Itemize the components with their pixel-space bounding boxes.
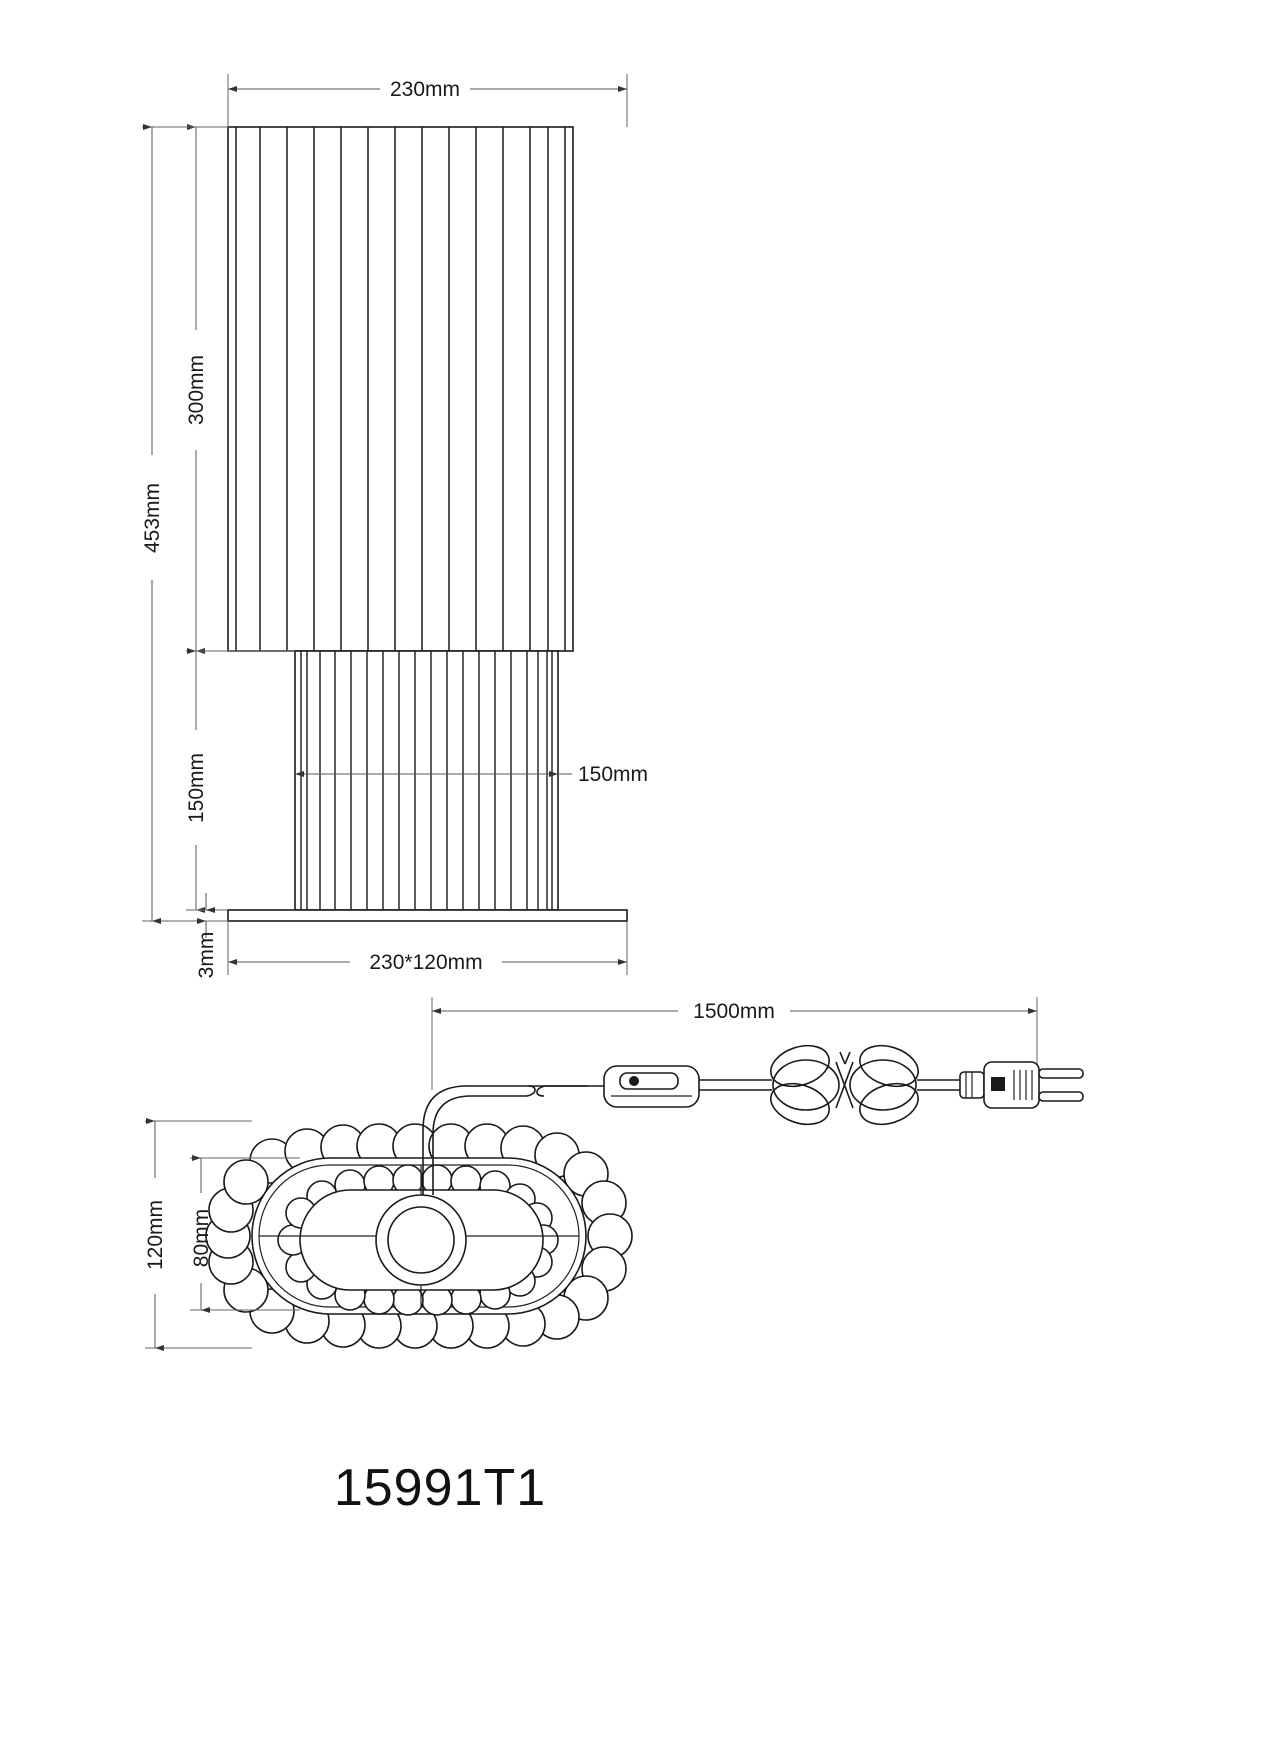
inline-switch <box>603 1065 700 1108</box>
dimension-base-footprint: 230*120mm <box>227 921 628 975</box>
dim-label-body-width: 150mm <box>578 763 648 786</box>
dim-label-base-footprint: 230*120mm <box>369 951 482 974</box>
cord-bow-tie-bundle <box>770 1044 919 1126</box>
cord-cap-left <box>526 1085 536 1097</box>
cord-from-base <box>422 1085 588 1195</box>
lamp-body <box>294 650 559 911</box>
plan-view-base <box>205 1123 633 1349</box>
lamp-shade <box>227 126 574 652</box>
socket-inner-ring <box>387 1206 455 1274</box>
dim-label-total-height: 453mm <box>141 483 164 553</box>
dimension-total-height: 453mm <box>141 124 228 924</box>
dim-label-base-depth-inner: 80mm <box>190 1209 213 1267</box>
body-ribs <box>319 651 539 910</box>
cord-from-base-second <box>432 1095 527 1195</box>
euro-plug <box>959 1061 1084 1109</box>
dim-label-shade-height: 300mm <box>185 355 208 425</box>
dim-label-base-thickness: 3mm <box>195 932 218 979</box>
dimension-base-depth-outer: 120mm <box>144 1118 252 1351</box>
dim-label-body-height: 150mm <box>185 753 208 823</box>
model-number: 15991T1 <box>334 1459 546 1517</box>
dimension-shade-height: 300mm <box>185 124 295 654</box>
dimension-cord-length: 1500mm <box>431 997 1038 1090</box>
dim-label-cord-length: 1500mm <box>693 1000 775 1023</box>
dimension-base-depth-inner: 80mm <box>190 1155 300 1313</box>
shade-pleats <box>259 127 549 651</box>
cord-assembly <box>422 1044 1084 1195</box>
base-plate <box>227 909 628 922</box>
dimension-body-width: 150mm <box>295 763 648 786</box>
dimension-shade-width: 230mm <box>227 74 628 127</box>
inner-scalloped-oval <box>277 1164 559 1316</box>
cord-cap-right <box>536 1085 546 1097</box>
dimension-body-height: 150mm <box>185 648 295 913</box>
dim-label-base-depth-outer: 120mm <box>144 1200 167 1270</box>
dim-label-shade-width: 230mm <box>390 78 460 101</box>
dimension-base-thickness: 3mm <box>186 893 228 978</box>
